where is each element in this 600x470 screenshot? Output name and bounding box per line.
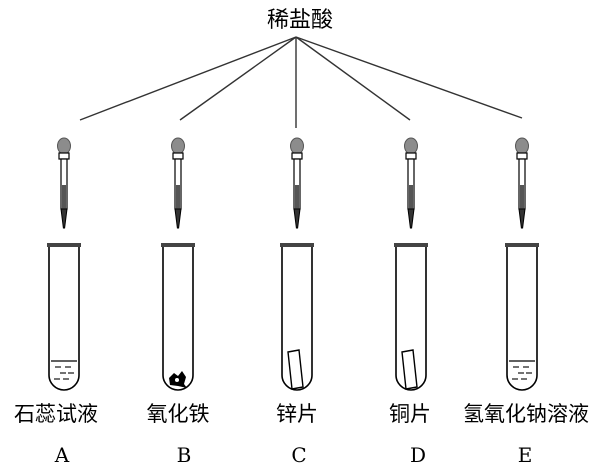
tube-label-e: 氢氧化钠溶液 (463, 402, 589, 426)
tube-rim (47, 243, 81, 247)
dropper-collar (405, 152, 417, 160)
connector-line-d (295, 36, 411, 121)
test-tube-d (394, 137, 428, 391)
tube-rim (394, 243, 428, 247)
metal-strip (287, 349, 304, 390)
apparatus-group (47, 137, 539, 391)
dropper-bulb (515, 137, 529, 155)
dropper-tip (60, 208, 68, 229)
tube-body (48, 246, 80, 391)
powder-gap (175, 378, 179, 382)
dropper-bulb (290, 137, 304, 155)
test-tube-a (47, 137, 81, 391)
test-tube-e (505, 137, 539, 391)
tube-body (281, 246, 313, 391)
tube-label-b: 氧化铁 (146, 402, 210, 426)
tube-letter-d: D (409, 443, 427, 467)
connector-lines (79, 36, 523, 128)
tube-body (506, 246, 538, 391)
tube-rim (161, 243, 195, 247)
liquid-a (51, 360, 77, 380)
tube-label-c: 锌片 (276, 402, 318, 426)
dropper-tip (518, 208, 526, 229)
tube-body (162, 246, 194, 391)
dropper-a (57, 137, 71, 229)
dropper-b (171, 137, 185, 229)
dropper-d (404, 137, 418, 229)
tube-body (395, 246, 427, 391)
tube-letter-c: C (291, 443, 307, 467)
dropper-liquid (520, 185, 524, 209)
tube-rim (280, 243, 314, 247)
tube-label-d: 铜片 (389, 402, 431, 426)
dropper-collar (291, 152, 303, 160)
dropper-e (515, 137, 529, 229)
test-tube-b (161, 137, 195, 391)
dropper-liquid (295, 185, 299, 209)
tube-letter-e: E (517, 443, 533, 467)
tube-letter-b: B (176, 443, 192, 467)
dropper-liquid (62, 185, 66, 209)
connector-line-b (179, 36, 297, 121)
dropper-bulb (171, 137, 185, 155)
reagent-title: 稀盐酸 (266, 8, 333, 33)
connector-line-e (295, 36, 523, 119)
dropper-collar (58, 152, 70, 160)
dropper-collar (172, 152, 184, 160)
tube-letter-a: A (54, 443, 70, 467)
tube-label-a: 石蕊试液 (14, 402, 98, 426)
dropper-liquid (409, 185, 413, 209)
dropper-bulb (404, 137, 418, 155)
dropper-tip (407, 208, 415, 229)
dropper-bulb (57, 137, 71, 155)
metal-strip (401, 349, 418, 390)
connector-line-a (79, 36, 297, 121)
dropper-liquid (176, 185, 180, 209)
dropper-collar (516, 152, 528, 160)
test-tube-c (280, 137, 314, 391)
liquid-e (509, 360, 535, 380)
dropper-tip (174, 208, 182, 229)
dropper-c (290, 137, 304, 229)
dropper-tip (293, 208, 301, 229)
tube-rim (505, 243, 539, 247)
